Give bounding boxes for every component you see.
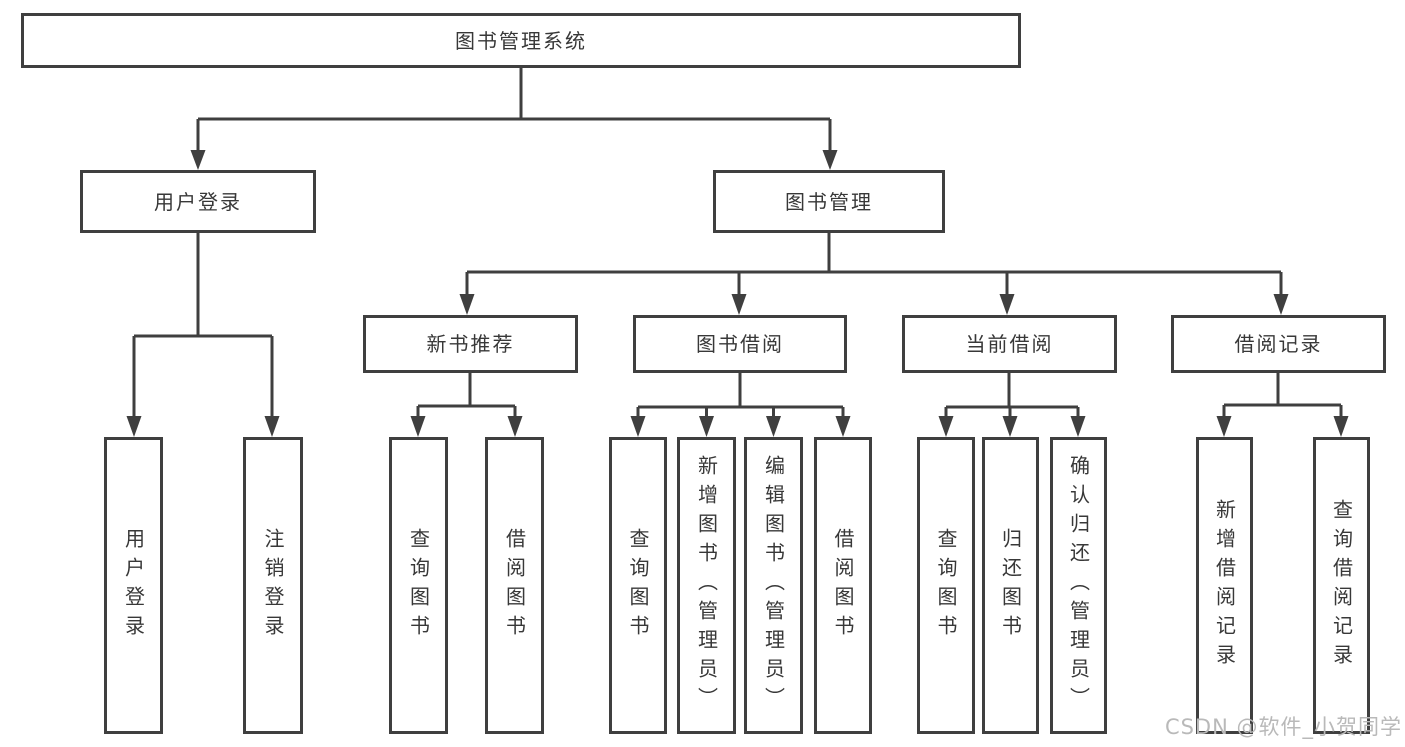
arrowhead xyxy=(938,416,954,437)
node-root: 图书管理系统 xyxy=(21,13,1021,68)
arrowhead xyxy=(1070,416,1086,437)
leaf-return-book-label: 归还图书 xyxy=(998,527,1023,644)
node-book-borrow-label: 图书借阅 xyxy=(696,332,784,356)
arrowhead xyxy=(1216,416,1232,437)
arrowhead xyxy=(822,150,838,170)
arrowhead xyxy=(731,294,747,315)
leaf-logout: 注销登录 xyxy=(243,437,303,734)
leaf-query-books-recommend: 查询图书 xyxy=(389,437,448,734)
node-new-book-recommend: 新书推荐 xyxy=(363,315,578,373)
leaf-query-books-borrow-label: 查询图书 xyxy=(626,527,650,644)
node-book-management-label: 图书管理 xyxy=(785,189,873,214)
node-current-borrow: 当前借阅 xyxy=(902,315,1117,373)
connector-recommend-to-leaves xyxy=(416,373,517,419)
node-user-login-label: 用户登录 xyxy=(154,189,242,214)
leaf-edit-book-admin: 编辑图书（管理员） xyxy=(744,437,803,734)
arrowhead xyxy=(630,416,646,437)
leaf-query-books-recommend-label: 查询图书 xyxy=(406,527,431,644)
leaf-borrow-books: 借阅图书 xyxy=(814,437,872,734)
leaf-query-borrow-record: 查询借阅记录 xyxy=(1313,437,1370,734)
node-user-login: 用户登录 xyxy=(80,170,316,233)
leaf-add-borrow-record-label: 新增借阅记录 xyxy=(1212,498,1237,673)
leaf-return-book: 归还图书 xyxy=(982,437,1039,734)
arrowhead xyxy=(459,294,475,315)
leaf-edit-book-admin-label: 编辑图书（管理员） xyxy=(761,455,786,716)
arrowhead xyxy=(766,416,781,437)
leaf-borrow-books-recommend-label: 借阅图书 xyxy=(502,527,527,644)
leaf-borrow-books-label: 借阅图书 xyxy=(831,527,855,644)
leaf-add-book-admin-label: 新增图书（管理员） xyxy=(694,455,719,716)
csdn-watermark: CSDN @软件_小贺同学 xyxy=(1164,715,1402,739)
leaf-add-book-admin: 新增图书（管理员） xyxy=(677,437,736,734)
node-book-management: 图书管理 xyxy=(713,170,945,233)
arrowhead xyxy=(1002,416,1018,437)
node-borrow-records-label: 借阅记录 xyxy=(1234,332,1323,356)
leaf-logout-label: 注销登录 xyxy=(261,527,285,644)
node-current-borrow-label: 当前借阅 xyxy=(965,332,1054,356)
arrowhead xyxy=(410,416,426,437)
arrowheads xyxy=(126,150,1349,437)
connector-current-to-leaves xyxy=(944,373,1080,419)
arrowhead xyxy=(999,294,1015,315)
arrowhead xyxy=(264,416,280,437)
leaf-borrow-books-recommend: 借阅图书 xyxy=(485,437,544,734)
leaf-query-books-current: 查询图书 xyxy=(917,437,975,734)
leaf-user-login-label: 用户登录 xyxy=(121,527,146,644)
leaf-user-login: 用户登录 xyxy=(104,437,163,734)
connector-root-to-level2 xyxy=(196,68,832,152)
leaf-query-books-current-label: 查询图书 xyxy=(934,527,958,644)
leaf-confirm-return-admin-label: 确认归还（管理员） xyxy=(1066,455,1091,716)
node-root-label: 图书管理系统 xyxy=(455,28,587,53)
arrowhead xyxy=(190,150,206,170)
connector-records-to-leaves xyxy=(1222,373,1343,419)
leaf-query-books-borrow: 查询图书 xyxy=(609,437,667,734)
arrowhead xyxy=(835,416,851,437)
connector-borrow-to-leaves xyxy=(636,373,845,419)
arrowhead xyxy=(126,416,142,437)
arrowhead xyxy=(1333,416,1349,437)
arrowhead xyxy=(1273,294,1289,315)
arrowhead xyxy=(699,416,714,437)
leaf-confirm-return-admin: 确认归还（管理员） xyxy=(1050,437,1107,734)
node-new-book-recommend-label: 新书推荐 xyxy=(426,332,515,356)
arrowhead xyxy=(507,416,523,437)
leaf-query-borrow-record-label: 查询借阅记录 xyxy=(1329,498,1354,673)
node-borrow-records: 借阅记录 xyxy=(1171,315,1386,373)
node-book-borrow: 图书借阅 xyxy=(633,315,847,373)
connector-mgmt-to-level3 xyxy=(465,233,1283,297)
leaf-add-borrow-record: 新增借阅记录 xyxy=(1196,437,1253,734)
connector-login-to-leaves xyxy=(132,233,274,419)
